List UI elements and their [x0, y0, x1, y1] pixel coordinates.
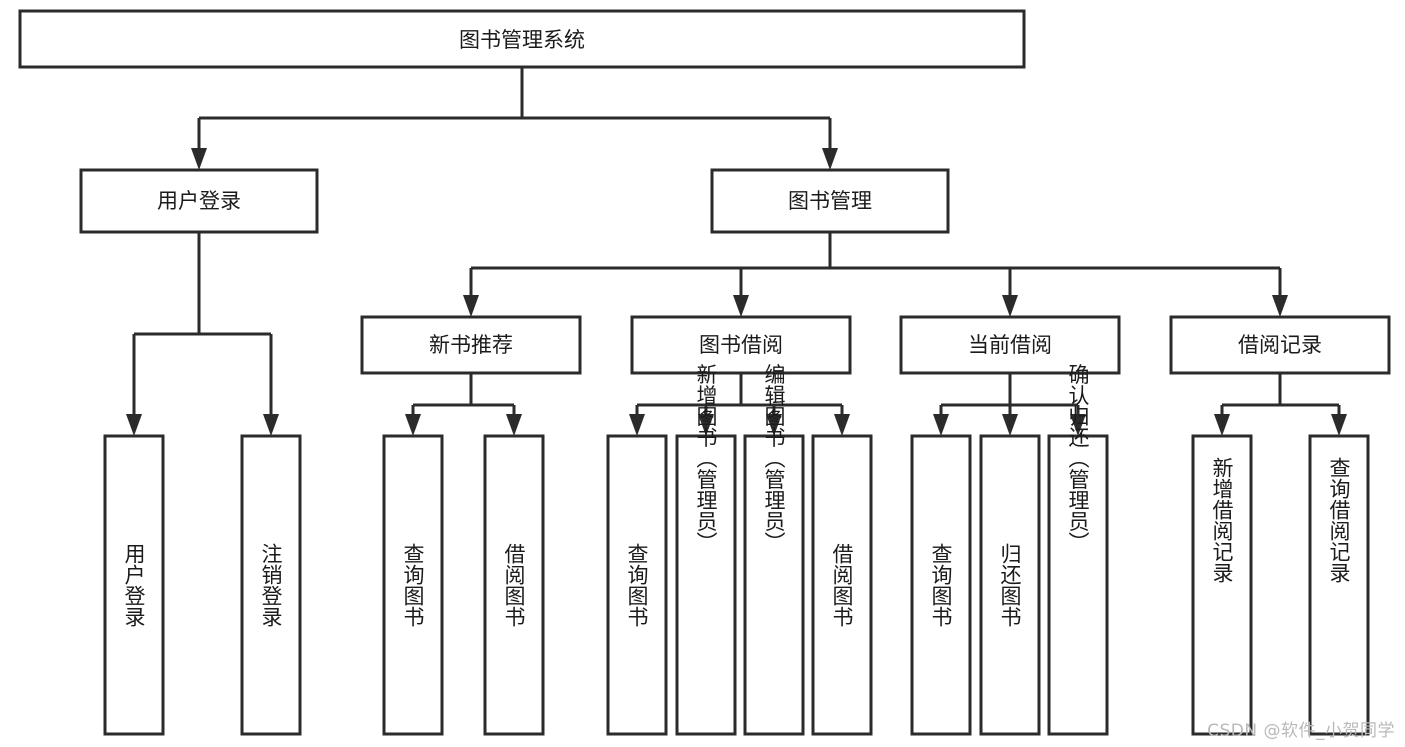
leaf-borrow-book-2-box[interactable]	[811, 434, 873, 736]
node-book-borrow-box[interactable]	[630, 315, 852, 375]
node-current-borrow-label: 当前借阅	[968, 333, 1052, 357]
leaf-query-book-1-label: 查询图书	[401, 543, 425, 627]
leaf-add-record[interactable]: 新增借阅记录	[1191, 434, 1253, 736]
node-root-label: 图书管理系统	[459, 28, 585, 52]
leaf-user-logout[interactable]: 注销登录	[240, 434, 302, 736]
leaf-query-book-3-label: 查询图书	[929, 543, 953, 627]
arrow-to-book-management-icon	[822, 148, 838, 170]
leaf-confirm-return-label: 确认归还（管理员）	[1066, 364, 1090, 553]
arrow-to-leaf-confirm-return-icon	[1070, 414, 1086, 436]
arrow-to-borrow-record-icon	[1272, 295, 1288, 317]
leaf-add-record-label: 新增借阅记录	[1210, 457, 1234, 583]
node-borrow-record-label: 借阅记录	[1238, 333, 1322, 357]
leaf-query-book-2[interactable]: 查询图书	[606, 434, 668, 736]
node-borrow-record[interactable]: 借阅记录	[1169, 315, 1391, 375]
leaf-query-book-1[interactable]: 查询图书	[382, 434, 444, 736]
node-book-management-box[interactable]	[710, 168, 950, 234]
node-user-login-box[interactable]	[79, 168, 319, 234]
leaf-borrow-book-1[interactable]: 借阅图书	[483, 434, 545, 736]
leaf-add-book[interactable]: 新增图书（管理员）	[675, 364, 737, 736]
leaf-user-login-box[interactable]	[103, 434, 165, 736]
node-book-borrow[interactable]: 图书借阅	[630, 315, 852, 375]
arrow-to-leaf-return-book-icon	[1002, 414, 1018, 436]
leaf-edit-book-box[interactable]	[743, 434, 805, 736]
csdn-watermark: CSDN @软件_小贺同学	[1207, 721, 1395, 741]
arrow-to-leaf-borrow-book-2-icon	[834, 414, 850, 436]
leaf-return-book-box[interactable]	[979, 434, 1041, 736]
node-book-management[interactable]: 图书管理	[710, 168, 950, 234]
arrow-to-leaf-add-book-icon	[698, 414, 714, 436]
node-user-login-label: 用户登录	[157, 189, 241, 213]
arrow-to-leaf-query-book-1-icon	[405, 414, 421, 436]
node-current-borrow-box[interactable]	[899, 315, 1121, 375]
leaf-borrow-book-2-label: 借阅图书	[830, 543, 854, 627]
leaf-borrow-book-1-box[interactable]	[483, 434, 545, 736]
node-borrow-record-box[interactable]	[1169, 315, 1391, 375]
leaf-query-book-3[interactable]: 查询图书	[910, 434, 972, 736]
leaf-add-book-label: 新增图书（管理员）	[694, 364, 718, 553]
arrow-to-user-login-icon	[191, 148, 207, 170]
leaf-query-record-label: 查询借阅记录	[1327, 457, 1351, 583]
node-root-box[interactable]	[18, 9, 1026, 69]
arrow-to-book-borrow-icon	[733, 295, 749, 317]
arrow-to-leaf-user-logout-icon	[263, 414, 279, 436]
connector-layer	[126, 67, 1347, 436]
leaf-user-login[interactable]: 用户登录	[103, 434, 165, 736]
leaf-query-book-3-box[interactable]	[910, 434, 972, 736]
node-new-book-recommend-label: 新书推荐	[429, 333, 513, 357]
leaf-user-login-label: 用户登录	[122, 543, 146, 627]
leaf-add-book-box[interactable]	[675, 434, 737, 736]
leaf-add-record-box[interactable]	[1191, 434, 1253, 736]
leaf-return-book[interactable]: 归还图书	[979, 434, 1041, 736]
leaf-edit-book[interactable]: 编辑图书（管理员）	[743, 364, 805, 736]
leaf-query-book-1-box[interactable]	[382, 434, 444, 736]
node-user-login[interactable]: 用户登录	[79, 168, 319, 234]
node-root[interactable]: 图书管理系统	[18, 9, 1026, 69]
leaf-query-record[interactable]: 查询借阅记录	[1308, 434, 1370, 736]
leaf-confirm-return[interactable]: 确认归还（管理员）	[1047, 364, 1109, 736]
node-book-management-label: 图书管理	[788, 189, 872, 213]
leaf-confirm-return-box[interactable]	[1047, 434, 1109, 736]
leaf-borrow-book-2[interactable]: 借阅图书	[811, 434, 873, 736]
leaf-query-record-box[interactable]	[1308, 434, 1370, 736]
leaf-borrow-book-1-label: 借阅图书	[502, 543, 526, 627]
leaf-query-book-2-box[interactable]	[606, 434, 668, 736]
arrow-to-leaf-query-book-3-icon	[933, 414, 949, 436]
arrow-to-leaf-edit-book-icon	[766, 414, 782, 436]
arrow-to-leaf-borrow-book-1-icon	[506, 414, 522, 436]
arrow-to-leaf-query-book-2-icon	[629, 414, 645, 436]
arrow-to-leaf-add-record-icon	[1214, 414, 1230, 436]
arrow-to-new-book-recommend-icon	[463, 295, 479, 317]
leaf-query-book-2-label: 查询图书	[625, 543, 649, 627]
leaf-user-logout-label: 注销登录	[259, 543, 283, 627]
node-current-borrow[interactable]: 当前借阅	[899, 315, 1121, 375]
arrow-to-leaf-user-login-icon	[126, 414, 142, 436]
arrow-to-current-borrow-icon	[1002, 295, 1018, 317]
arrow-to-leaf-query-record-icon	[1331, 414, 1347, 436]
node-book-borrow-label: 图书借阅	[699, 333, 783, 357]
leaf-return-book-label: 归还图书	[998, 543, 1022, 627]
leaf-edit-book-label: 编辑图书（管理员）	[762, 364, 786, 553]
leaf-user-logout-box[interactable]	[240, 434, 302, 736]
node-new-book-recommend[interactable]: 新书推荐	[360, 315, 582, 375]
node-new-book-recommend-box[interactable]	[360, 315, 582, 375]
